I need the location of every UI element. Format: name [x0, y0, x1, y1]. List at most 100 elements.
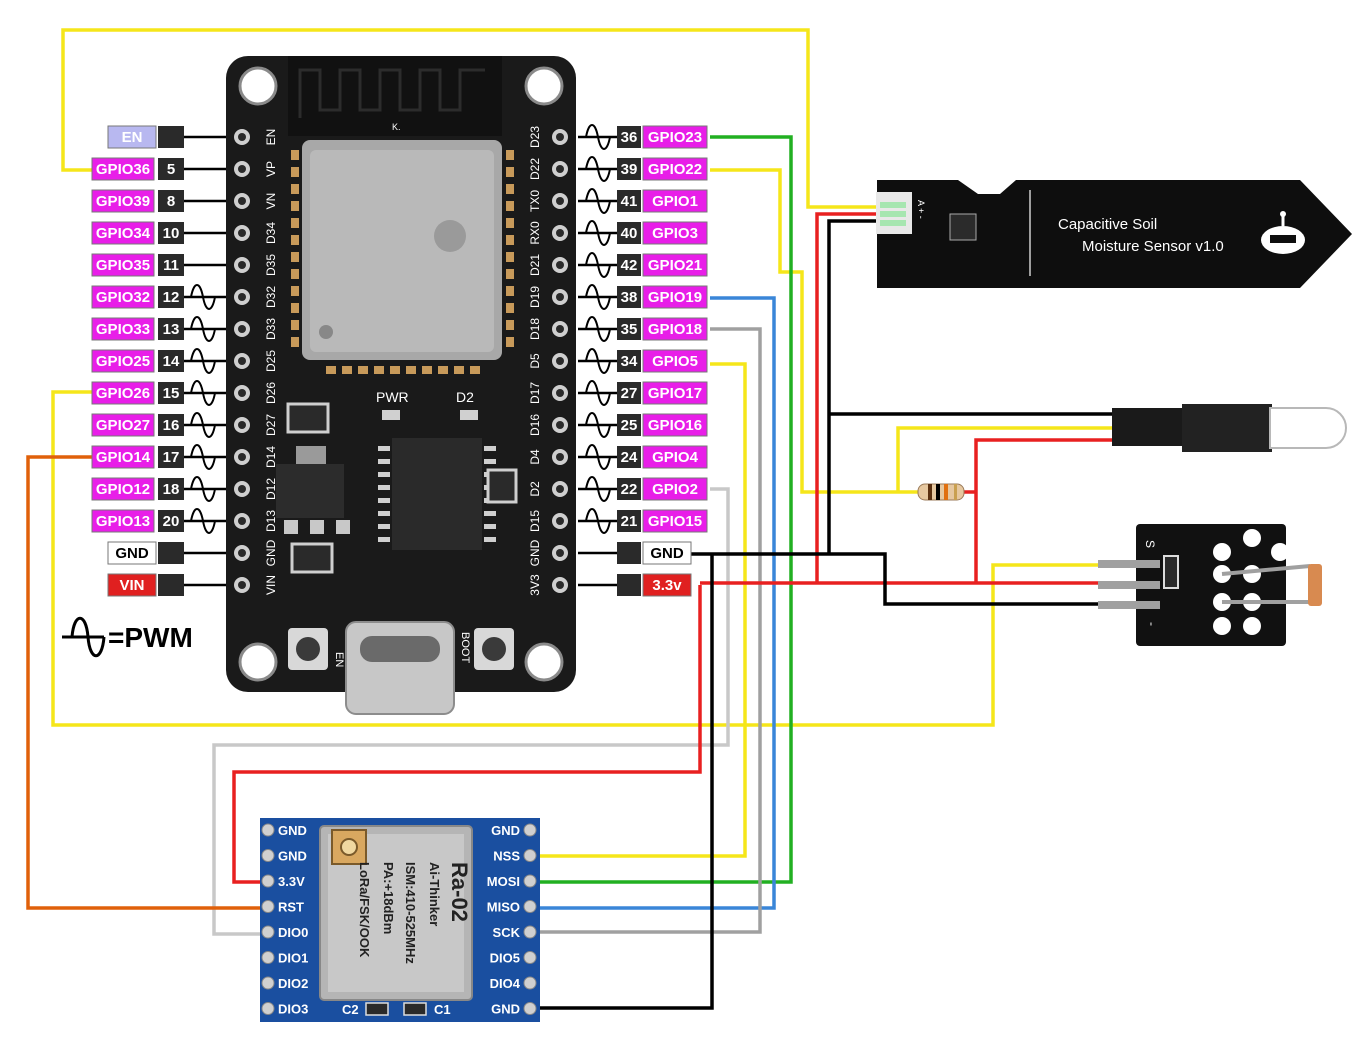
wire-gnd-bus: [690, 552, 1100, 606]
right-header-hole-center: [556, 421, 564, 429]
led-d2: [460, 410, 478, 420]
lora-ra02-module: Ra-02Ai-ThinkerISM:410-525MHzPA:+18dBmLo…: [260, 818, 540, 1022]
pin-number: 21: [621, 513, 638, 530]
module-pad-right: [506, 167, 514, 177]
ky-pin-s: S: [1143, 540, 1157, 548]
right-header-hole-center: [556, 549, 564, 557]
cap-1: [486, 468, 518, 504]
silk-right-label: D18: [528, 318, 542, 340]
probe-body: [1182, 404, 1272, 452]
module-pad-right: [506, 218, 514, 228]
pin-number-box: [617, 478, 641, 500]
left-pin-en: EN: [107, 125, 226, 149]
left-header-hole-center: [238, 261, 246, 269]
pin-name: GPIO17: [648, 385, 702, 402]
regulator-leg-3: [336, 520, 350, 534]
chip-leg: [378, 446, 390, 451]
right-header-hole-center: [556, 197, 564, 205]
chip-leg: [378, 472, 390, 477]
lora-c1-label: C1: [434, 1002, 451, 1017]
lora-cap-c2: [365, 1002, 389, 1016]
lora-left-pin-label: 3.3V: [278, 874, 305, 889]
lora-right-pin-label: DIO5: [490, 951, 520, 966]
silk-left-label: D33: [264, 318, 278, 340]
pin-number: 41: [621, 193, 638, 210]
pin-name-box: [91, 509, 155, 533]
pin-name: GPIO23: [648, 129, 702, 146]
module-pad-bottom: [374, 366, 384, 374]
ldr-leads: [1221, 564, 1311, 604]
resistor-band-1: [928, 484, 932, 500]
lora-chip-line: LoRa/FSK/OOK: [357, 862, 372, 958]
pin-number: 36: [621, 129, 638, 146]
lora-cap-c1: [403, 1002, 427, 1016]
ky-hole: [1213, 617, 1231, 635]
pin-number: 14: [163, 353, 180, 370]
silk-right-label: TX0: [528, 190, 542, 212]
lora-right-pad: [523, 976, 537, 990]
pin-number: 39: [621, 161, 638, 178]
pin-number-box: [617, 254, 641, 276]
pin-number: 24: [621, 449, 638, 466]
wire-3v3-ds18b20: [974, 438, 1115, 583]
silk-left-label: D34: [264, 222, 278, 244]
silk-left-label: EN: [264, 129, 278, 146]
lora-left-pin-label: DIO3: [278, 1002, 308, 1017]
silk-left-label: VN: [264, 193, 278, 210]
pin-name: GPIO4: [652, 449, 699, 466]
right-header-hole-center: [556, 517, 564, 525]
pin-number-box: [158, 254, 184, 276]
en-button-cap[interactable]: [296, 637, 320, 661]
lora-chip-line: PA:+18dBm: [381, 862, 396, 934]
resistor-band-4: [954, 484, 957, 500]
ky-hole: [1243, 565, 1261, 583]
pin-number: 17: [163, 449, 180, 466]
left-header-hole-center: [238, 549, 246, 557]
module-pad-right: [506, 150, 514, 160]
pin-name: GPIO18: [648, 321, 702, 338]
led-pwr: [382, 410, 400, 420]
right-header-hole-center: [556, 325, 564, 333]
ky-module: S -: [1098, 524, 1322, 646]
wire-gpio19-miso: [528, 296, 776, 910]
boot-button-cap[interactable]: [482, 637, 506, 661]
soil-moisture-sensor: A + - Capacitive Soil Moisture Sensor v1…: [876, 180, 1352, 288]
pin-name-box: [642, 541, 692, 565]
ky-header: [1098, 560, 1160, 609]
module-pad-right: [506, 337, 514, 347]
soil-pin-2: [880, 211, 906, 217]
pin-name-box: [91, 349, 155, 373]
pin-number-box: [158, 350, 184, 372]
module-dot: [319, 325, 333, 339]
pin-number-box: [158, 510, 184, 532]
module-pad-left: [291, 303, 299, 313]
silk-right-label: D15: [528, 510, 542, 532]
pin-number-box: [617, 414, 641, 436]
chip-leg: [378, 459, 390, 464]
pin-number: 11: [163, 257, 179, 274]
left-pin-vin: VIN: [107, 573, 226, 597]
soil-pin-marks: A + -: [916, 200, 926, 219]
pin-number-box: [617, 126, 641, 148]
soil-sensor-title-1: Capacitive Soil: [1058, 216, 1157, 233]
pin-number: 18: [163, 481, 180, 498]
module-pad-bottom: [470, 366, 480, 374]
pin-number: 42: [621, 257, 638, 274]
resistor-band-3: [944, 484, 948, 500]
lora-left-pin-label: GND: [278, 823, 307, 838]
probe-tip: [1269, 407, 1347, 449]
module-pad-right: [506, 252, 514, 262]
pin-name-box: [91, 253, 155, 277]
regulator-leg-2: [310, 520, 324, 534]
resistor-body: [917, 483, 965, 501]
silk-left-label: VIN: [264, 575, 278, 595]
